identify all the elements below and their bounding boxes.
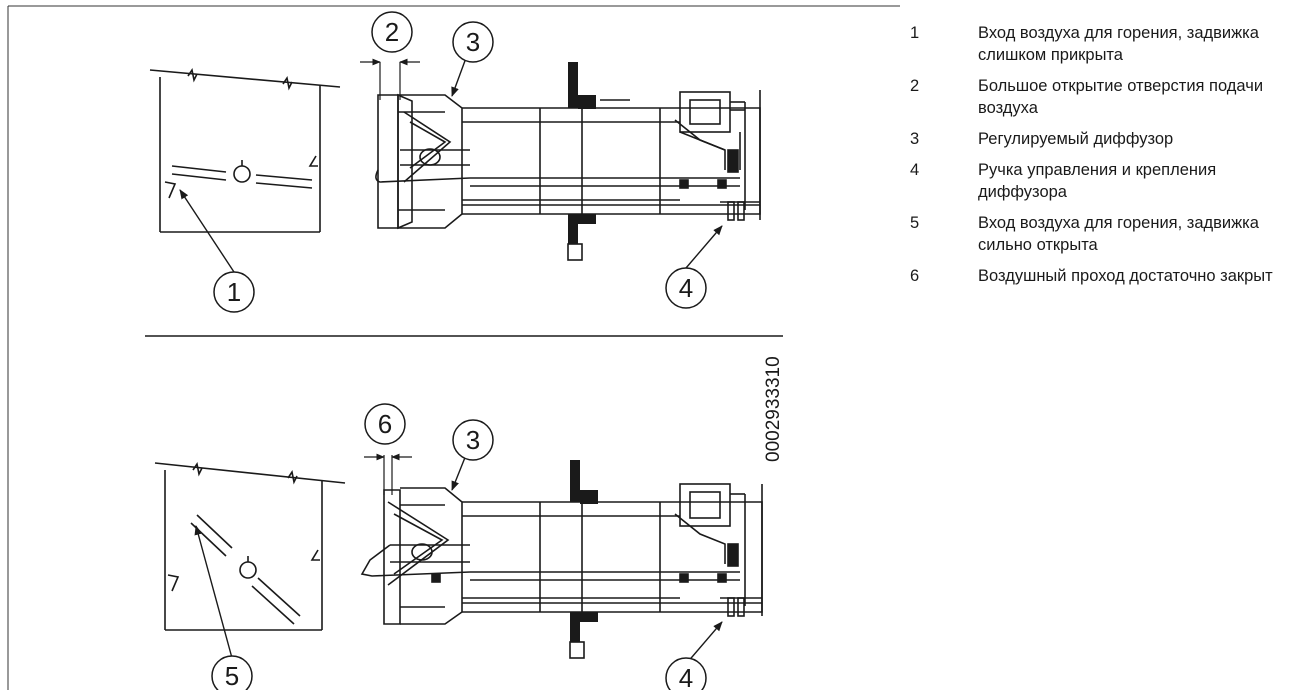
callout-4-bottom: 4 (665, 657, 707, 690)
svg-text:4: 4 (679, 663, 693, 690)
top-leader-1 (179, 189, 235, 273)
callout-2-top: 2 (371, 11, 413, 53)
callout-6-bottom: 6 (364, 403, 406, 445)
svg-text:1: 1 (227, 277, 241, 307)
callout-4-top: 4 (665, 267, 707, 309)
callout-1-top: 1 (213, 271, 255, 313)
top-mounting-flange (567, 62, 630, 261)
svg-text:6: 6 (378, 409, 392, 439)
bottom-leader-5 (194, 525, 233, 659)
legend-list: 1 Вход воздуха для горения, задвижка сли… (904, 22, 1309, 296)
legend-item: 1 Вход воздуха для горения, задвижка сли… (904, 22, 1309, 66)
bottom-burner-head (360, 483, 763, 625)
legend-item: 4 Ручка управления и крепления диффузора (904, 159, 1309, 203)
svg-text:4: 4 (679, 273, 693, 303)
legend-item: 5 Вход воздуха для горения, задвижка сил… (904, 212, 1309, 256)
callout-5-bottom: 5 (211, 655, 253, 690)
top-burner-head (375, 90, 761, 230)
legend-number: 6 (910, 267, 920, 285)
legend-text: Регулируемый диффузор (978, 130, 1174, 148)
legend-number: 3 (910, 130, 920, 148)
top-adjustment-handle (720, 201, 760, 221)
svg-text:5: 5 (225, 661, 239, 690)
legend-number: 1 (910, 24, 920, 42)
bottom-leader-4 (685, 621, 723, 665)
top-gap-dimension (360, 58, 420, 100)
bottom-gap-dimension (364, 453, 412, 495)
legend-number: 5 (910, 214, 920, 232)
bottom-mounting-flange (569, 460, 598, 659)
figure-frame (7, 5, 900, 690)
top-leader-3 (451, 57, 467, 97)
document-number: 0002933310 (763, 356, 784, 462)
top-air-intake-box (149, 67, 341, 233)
legend-item: 2 Большое открытие отверстия подачи возд… (904, 75, 1309, 119)
legend-text: Вход воздуха для горения, задвижка сильн… (978, 214, 1259, 254)
legend-number: 4 (910, 161, 920, 179)
legend-text: Вход воздуха для горения, задвижка слишк… (978, 24, 1259, 64)
bottom-leader-3 (451, 454, 467, 491)
legend-text: Ручка управления и крепления диффузора (978, 161, 1217, 201)
bottom-adjustment-handle (720, 597, 762, 617)
top-damper-closed (164, 155, 318, 199)
legend-number: 2 (910, 77, 920, 95)
legend-text: Воздушный проход достаточно закрыт (978, 267, 1273, 285)
svg-text:2: 2 (385, 17, 399, 47)
bottom-damper-open (167, 514, 320, 625)
legend-item: 6 Воздушный проход достаточно закрыт (904, 265, 1309, 287)
callout-3-top: 3 (452, 21, 494, 63)
bottom-air-intake-box (154, 461, 346, 631)
legend-text: Большое открытие отверстия подачи воздух… (978, 77, 1264, 117)
svg-text:3: 3 (466, 425, 480, 455)
legend-item: 3 Регулируемый диффузор (904, 128, 1309, 150)
callout-3-bottom: 3 (452, 419, 494, 461)
top-leader-4 (685, 225, 723, 269)
burner-diagram: 1 2 3 4 0002933310 (7, 5, 900, 690)
svg-text:3: 3 (466, 27, 480, 57)
